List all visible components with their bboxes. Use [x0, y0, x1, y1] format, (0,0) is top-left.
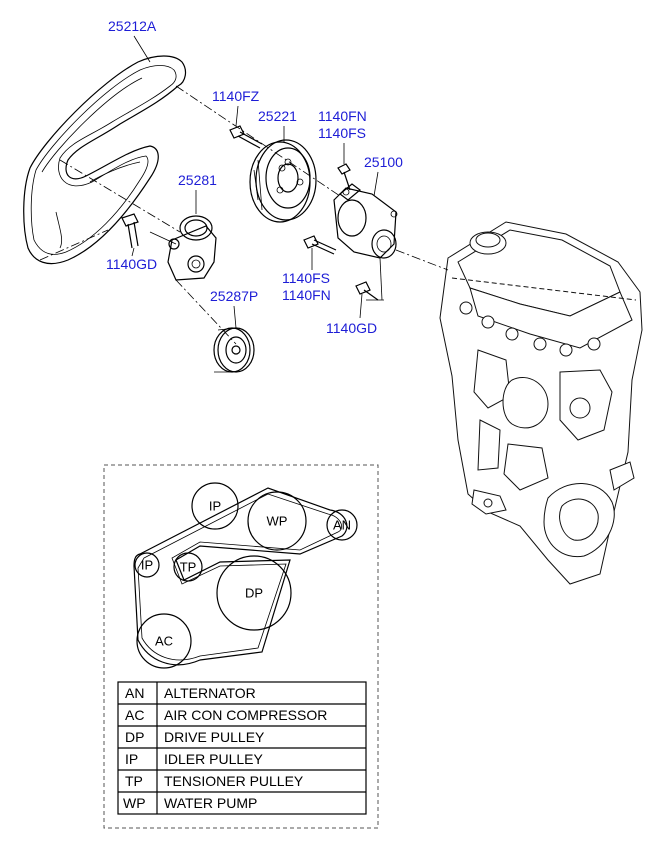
pulley-label-an: AN — [333, 518, 351, 533]
label-25287p: 25287P — [210, 288, 258, 304]
pulley-label-tp: TP — [180, 560, 197, 575]
label-1140fs-top: 1140FS — [318, 125, 366, 141]
legend-code-dp: DP — [125, 729, 144, 745]
label-1140fs-bottom: 1140FS — [282, 270, 330, 286]
legend-name-an: ALTERNATOR — [164, 685, 256, 701]
bolt-1140fs-bottom — [303, 235, 337, 255]
label-1140fn-top: 1140FN — [318, 108, 367, 124]
legend-code-tp: TP — [125, 773, 143, 789]
pulley-dp — [216, 555, 292, 631]
bolt-1140fn-top — [337, 163, 351, 191]
pulley-ip-top — [191, 482, 239, 530]
label-1140fz: 1140FZ — [212, 88, 260, 104]
belt-routing-panel: IP WP AN IP TP DP AC AN ALTERNATOR AC AI… — [103, 464, 379, 829]
label-1140fn-bottom: 1140FN — [282, 287, 331, 303]
pulley-label-dp: DP — [245, 586, 263, 601]
label-25221: 25221 — [258, 108, 297, 124]
drive-belt — [23, 55, 341, 265]
label-25281: 25281 — [178, 172, 217, 188]
pulley-label-ip-left: IP — [141, 558, 153, 573]
legend-name-dp: DRIVE PULLEY — [164, 729, 265, 745]
tensioner-assembly — [149, 215, 237, 345]
pulley-ip-left — [134, 552, 160, 578]
pulley-label-ac: AC — [155, 634, 173, 649]
legend-table: AN ALTERNATOR AC AIR CON COMPRESSOR DP D… — [117, 681, 367, 815]
pulley-tp — [173, 552, 203, 582]
pulley-label-wp: WP — [267, 514, 288, 529]
water-pump — [333, 183, 449, 301]
label-1140gd-right: 1140GD — [326, 320, 377, 336]
bolt-1140fz — [229, 125, 263, 149]
idler-pulley — [213, 327, 255, 373]
label-25100: 25100 — [364, 154, 403, 170]
bolt-1140gd-right — [355, 281, 384, 301]
pulley-ac — [136, 613, 192, 669]
legend-code-an: AN — [125, 685, 144, 701]
legend-code-wp: WP — [123, 795, 146, 811]
pulley-label-ip-top: IP — [209, 499, 221, 514]
water-pump-pulley — [249, 139, 317, 223]
legend-code-ip: IP — [125, 751, 138, 767]
legend-code-ac: AC — [125, 707, 144, 723]
label-25212a: 25212A — [108, 18, 157, 34]
pulley-an — [326, 509, 358, 541]
bolt-1140gd-left — [121, 213, 139, 249]
engine-block — [439, 221, 643, 585]
legend-name-wp: WATER PUMP — [164, 795, 257, 811]
label-1140gd-left: 1140GD — [106, 256, 157, 272]
legend-name-ac: AIR CON COMPRESSOR — [164, 707, 327, 723]
legend-name-ip: IDLER PULLEY — [164, 751, 263, 767]
legend-name-tp: TENSIONER PULLEY — [164, 773, 304, 789]
pulley-wp — [247, 491, 307, 551]
